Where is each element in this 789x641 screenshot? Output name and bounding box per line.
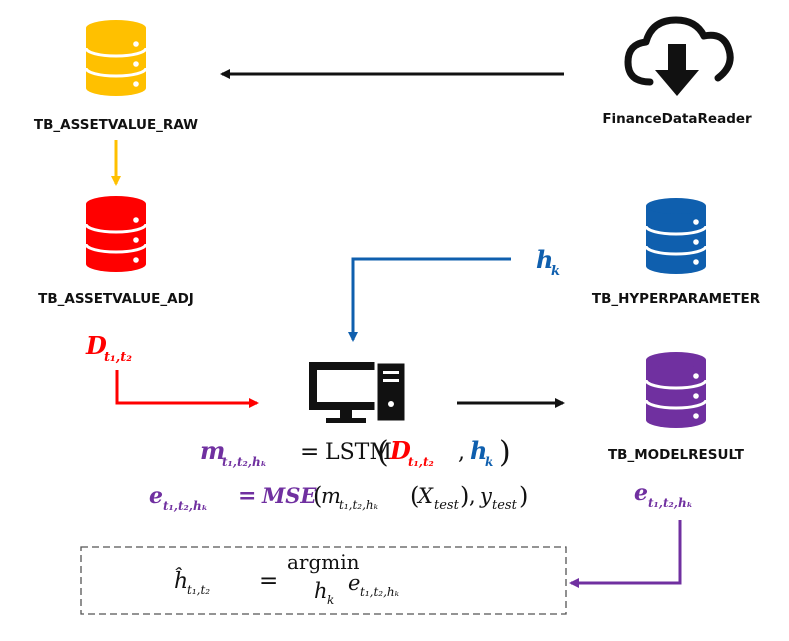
lstm-equation: m t₁,t₂,hₖ = LSTM ( D t₁,t₂ , h k ) xyxy=(200,435,511,470)
argmin-box xyxy=(80,546,567,615)
svg-text:=: = xyxy=(259,568,278,594)
svg-text:argmin: argmin xyxy=(287,550,360,574)
svg-text:): ) xyxy=(519,482,528,510)
arrow-hyper-to-lstm xyxy=(348,257,511,342)
svg-text:k: k xyxy=(327,593,334,607)
database-icon-adj xyxy=(84,196,148,272)
svg-text:LSTM: LSTM xyxy=(325,440,392,465)
svg-text:=: = xyxy=(238,483,256,509)
svg-text:m: m xyxy=(321,484,341,508)
svg-text:t₁,t₂,hₖ: t₁,t₂,hₖ xyxy=(163,499,208,513)
data-symbol: D t₁,t₂ xyxy=(85,331,132,365)
svg-text:t₁,t₂: t₁,t₂ xyxy=(187,583,210,597)
svg-text:m: m xyxy=(200,436,225,465)
svg-text:test: test xyxy=(434,498,460,513)
svg-text:MSE: MSE xyxy=(261,483,317,508)
svg-text:,: , xyxy=(458,440,465,465)
arrow-data-to-lstm xyxy=(115,370,259,408)
svg-text:(: ( xyxy=(410,482,419,510)
svg-text:t₁,t₂,hₖ: t₁,t₂,hₖ xyxy=(339,498,379,512)
svg-text:y: y xyxy=(479,484,493,508)
hyperparameter-db-label: TB_HYPERPARAMETER xyxy=(592,291,761,307)
hyper-symbol: h k xyxy=(536,245,560,279)
arrow-error-to-argmin xyxy=(569,520,682,588)
svg-text:test: test xyxy=(492,498,518,513)
mse-equation: e t₁,t₂,hₖ = MSE ( m t₁,t₂,hₖ ( X test )… xyxy=(149,482,528,513)
error-symbol: e t₁,t₂,hₖ xyxy=(634,480,693,510)
database-icon-modelresult xyxy=(644,352,708,428)
database-icon-raw xyxy=(84,20,148,96)
svg-text:t₁,t₂,hₖ: t₁,t₂,hₖ xyxy=(360,585,400,599)
argmin-equation: ĥ t₁,t₂ = argmin h k e t₁,t₂,hₖ xyxy=(174,550,400,607)
cloud-download-icon xyxy=(624,16,734,96)
svg-text:,: , xyxy=(469,484,476,508)
svg-text:D: D xyxy=(85,331,107,360)
svg-text:t₁,t₂,hₖ: t₁,t₂,hₖ xyxy=(222,455,267,469)
svg-text:): ) xyxy=(499,435,511,470)
svg-text:(: ( xyxy=(377,435,389,470)
svg-text:k: k xyxy=(485,455,493,469)
svg-text:h: h xyxy=(314,579,328,603)
database-icon-hyperparameter xyxy=(644,198,708,274)
svg-text:h: h xyxy=(470,436,487,465)
modelresult-db-label: TB_MODELRESULT xyxy=(608,447,745,463)
svg-text:h: h xyxy=(536,245,553,274)
svg-text:(: ( xyxy=(313,482,322,510)
svg-text:ĥ: ĥ xyxy=(174,567,188,594)
svg-text:t₁,t₂,hₖ: t₁,t₂,hₖ xyxy=(648,496,693,510)
svg-text:e: e xyxy=(634,480,648,506)
svg-text:t₁,t₂: t₁,t₂ xyxy=(408,455,434,469)
svg-text:t₁,t₂: t₁,t₂ xyxy=(104,350,132,365)
finance-data-reader-label: FinanceDataReader xyxy=(602,111,752,127)
raw-db-label: TB_ASSETVALUE_RAW xyxy=(34,117,198,133)
svg-text:X: X xyxy=(416,484,434,508)
svg-text:e: e xyxy=(149,483,163,509)
svg-text:D: D xyxy=(389,436,411,465)
svg-text:k: k xyxy=(551,264,560,279)
adj-db-label: TB_ASSETVALUE_ADJ xyxy=(38,291,194,307)
svg-text:e: e xyxy=(348,571,360,595)
svg-text:): ) xyxy=(460,482,469,510)
computer-icon xyxy=(309,360,408,424)
svg-text:=: = xyxy=(300,439,319,465)
